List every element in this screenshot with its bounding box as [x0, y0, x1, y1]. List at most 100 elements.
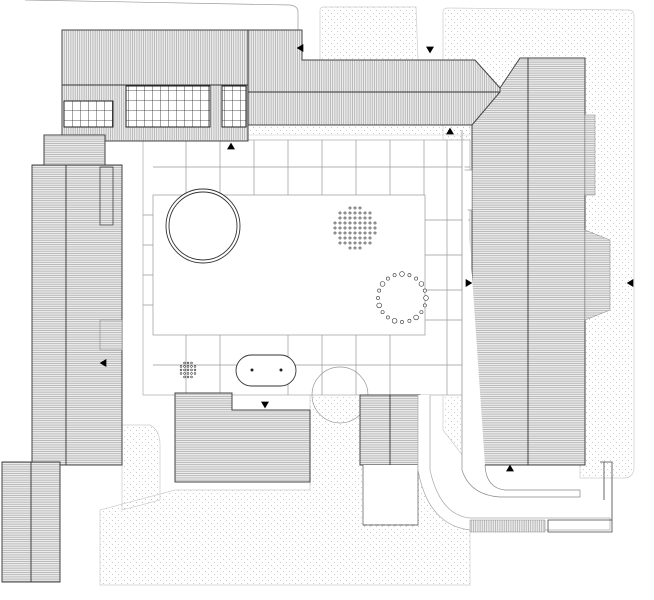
seat: [380, 310, 385, 315]
seat: [422, 303, 427, 308]
seat: [407, 318, 412, 323]
tree-cluster: [333, 206, 377, 250]
tree-dot: [348, 246, 352, 250]
tree-dot: [373, 221, 377, 225]
tree-dot: [353, 216, 357, 220]
entrance-marker-icon: [446, 127, 454, 135]
tree-dot: [183, 365, 186, 368]
tree-dot: [353, 231, 357, 235]
tree-dot: [343, 241, 347, 245]
entrance-marker-icon: [626, 279, 634, 287]
entrance-marker-icon: [506, 464, 514, 472]
entrance-marker-icon: [227, 142, 235, 150]
tree-dot: [343, 231, 347, 235]
tree-dot: [363, 226, 367, 230]
seat: [414, 276, 419, 281]
south-building: [174, 392, 311, 483]
site-boundary: [24, 0, 299, 30]
tree-dot: [368, 231, 372, 235]
tree-dot: [343, 216, 347, 220]
tree-dot: [363, 221, 367, 225]
tree-dot: [363, 231, 367, 235]
tree-dot: [338, 236, 342, 240]
tree-dot: [333, 226, 337, 230]
seat: [419, 310, 424, 315]
entrance-marker-icon: [426, 46, 434, 54]
seat: [418, 281, 425, 287]
driveway: [417, 130, 613, 533]
tree-dot: [343, 226, 347, 230]
tree-dot: [186, 361, 190, 365]
tree-dot: [186, 365, 190, 368]
tree-dot: [338, 211, 342, 215]
tree-dot: [190, 365, 193, 368]
entrance-marker-icon: [261, 401, 269, 409]
tree-dot: [358, 211, 362, 215]
tree-dot: [190, 361, 193, 365]
seat: [422, 288, 427, 293]
seat: [413, 314, 419, 321]
tree-dot: [368, 211, 372, 215]
tree-dot: [179, 365, 183, 368]
tree-dot: [353, 236, 357, 240]
tree-dot: [183, 368, 186, 372]
tree-dot: [338, 216, 342, 220]
tree-dot: [348, 226, 352, 230]
seat: [377, 288, 382, 293]
entrance-marker-icon: [296, 44, 304, 52]
tree-dot: [358, 241, 362, 245]
tree-dot: [348, 236, 352, 240]
tree-dot: [348, 241, 352, 245]
seat: [385, 276, 390, 281]
tree-dot: [358, 226, 362, 230]
tree-dot: [358, 246, 362, 250]
tree-dot: [368, 241, 372, 245]
seat: [399, 271, 405, 277]
north-building: [61, 29, 249, 142]
tree-dot: [338, 226, 342, 230]
tree-dot: [179, 372, 183, 375]
courtyard-paving: [142, 139, 471, 396]
tree-dot: [343, 211, 347, 215]
seat: [400, 320, 404, 324]
tree-dot: [348, 231, 352, 235]
tree-dot: [343, 221, 347, 225]
tree-dot: [343, 236, 347, 240]
tree-dot: [353, 211, 357, 215]
tree-dot: [353, 206, 357, 210]
tree-dot: [353, 226, 357, 230]
tree-dot: [338, 221, 342, 225]
tree-dot: [183, 372, 186, 375]
east-stair: [584, 229, 611, 321]
tree-dot: [186, 372, 190, 375]
tree-dot: [353, 246, 357, 250]
tree-dot: [186, 375, 190, 379]
tree-dot: [190, 375, 193, 379]
skylight: [63, 100, 114, 128]
tree-dot: [183, 361, 186, 365]
seating-ring: [376, 271, 429, 324]
seat: [379, 281, 386, 287]
tree-dot: [193, 365, 197, 368]
tree-dot: [373, 231, 377, 235]
tree-dot: [348, 221, 352, 225]
entrance-marker-icon: [465, 279, 473, 287]
seat: [423, 295, 429, 301]
tree-dot: [368, 226, 372, 230]
tree-dot: [358, 236, 362, 240]
skylight: [221, 85, 247, 128]
tree-dot: [363, 241, 367, 245]
seat: [385, 315, 390, 320]
southeast-building: [359, 394, 421, 526]
tree-dot: [193, 368, 197, 372]
small-tree-cluster: [179, 361, 197, 379]
entrance-marker-icon: [99, 359, 107, 367]
tree-dot: [353, 241, 357, 245]
tree-dot: [368, 216, 372, 220]
west-building: [31, 134, 123, 466]
tree-dot: [183, 375, 186, 379]
tree-dot: [190, 372, 193, 375]
tree-dot: [363, 236, 367, 240]
skylight: [125, 85, 211, 128]
